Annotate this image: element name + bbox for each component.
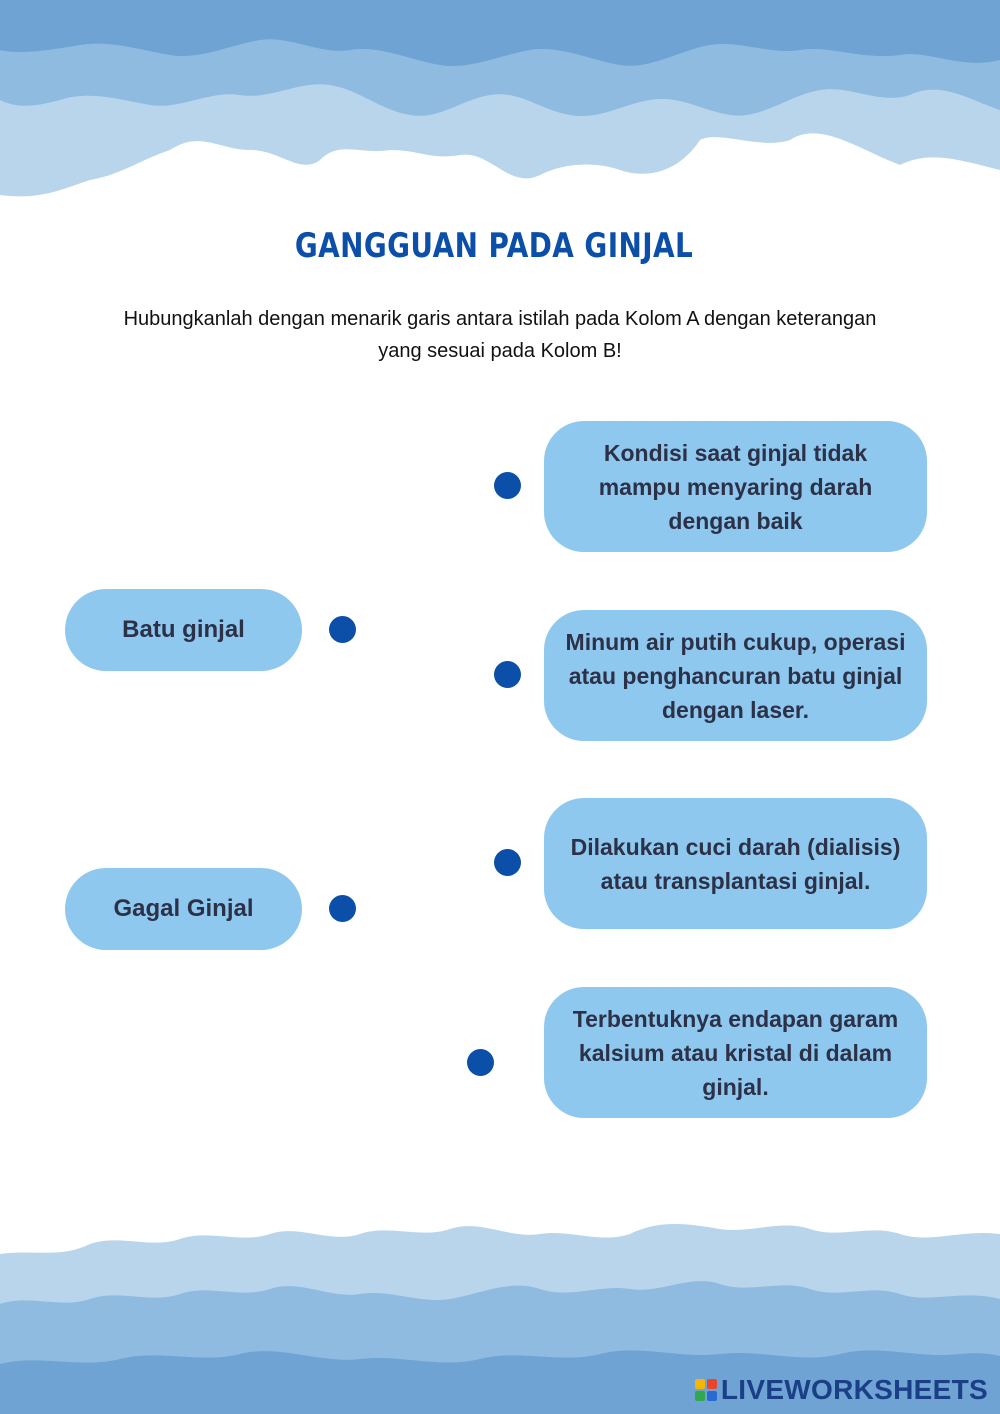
column-b-connector-dot-4[interactable] xyxy=(467,1049,494,1076)
liveworksheets-logo: LIVEWORKSHEETS xyxy=(695,1374,988,1406)
column-b-connector-dot-3[interactable] xyxy=(494,849,521,876)
liveworksheets-brand-text: LIVEWORKSHEETS xyxy=(721,1374,988,1406)
column-b-connector-dot-1[interactable] xyxy=(494,472,521,499)
column-b-item-1: Kondisi saat ginjal tidak mampu menyarin… xyxy=(544,421,927,552)
column-a-connector-dot-2[interactable] xyxy=(329,895,356,922)
liveworksheets-logo-icon xyxy=(695,1379,717,1401)
column-b-item-3: Dilakukan cuci darah (dialisis) atau tra… xyxy=(544,798,927,929)
instruction-text: Hubungkanlah dengan menarik garis antara… xyxy=(110,303,890,367)
page-title: GANGGUAN PADA GINJAL xyxy=(89,226,899,266)
column-a-item-gagal-ginjal: Gagal Ginjal xyxy=(65,868,302,950)
column-b-item-4: Terbentuknya endapan garam kalsium atau … xyxy=(544,987,927,1118)
column-a-connector-dot-1[interactable] xyxy=(329,616,356,643)
column-a-item-batu-ginjal: Batu ginjal xyxy=(65,589,302,671)
column-b-connector-dot-2[interactable] xyxy=(494,661,521,688)
top-watercolor-decoration xyxy=(0,0,1000,210)
column-b-item-2: Minum air putih cukup, operasi atau peng… xyxy=(544,610,927,741)
